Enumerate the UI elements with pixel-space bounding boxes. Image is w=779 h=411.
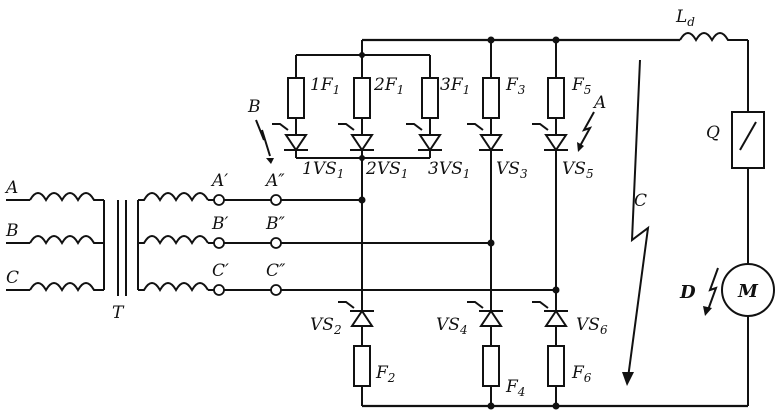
label-switch-q: Q xyxy=(706,123,720,143)
label-fuse-f4: F4 xyxy=(505,377,525,399)
switch-contact xyxy=(739,121,757,151)
fuse-f5 xyxy=(547,77,565,119)
label-thy-vs2: VS2 xyxy=(310,315,342,337)
switch-q-box xyxy=(731,111,765,169)
label-thy-vs5: VS5 xyxy=(562,159,594,181)
parallel-group-a xyxy=(272,55,442,406)
label-input-a: A xyxy=(4,178,18,198)
thyristor-3vs1 xyxy=(406,123,442,152)
primary-winding-c xyxy=(29,282,104,293)
label-term-a1: A′ xyxy=(210,171,228,191)
label-term-b1: B′ xyxy=(211,214,228,234)
smoothing-inductor xyxy=(679,32,748,43)
thyristor-vs4 xyxy=(467,301,503,327)
secondary-winding-c xyxy=(138,282,209,293)
label-thy-vs3: VS3 xyxy=(496,159,528,181)
fault-arrow-b xyxy=(255,119,274,164)
primary-winding-b xyxy=(29,235,104,246)
terminal-b1 xyxy=(213,237,225,249)
load-circuit xyxy=(679,32,775,406)
terminal-a2 xyxy=(270,194,282,206)
label-fault-a: A xyxy=(592,93,606,113)
fuse-2f1 xyxy=(353,77,371,119)
label-transformer: T xyxy=(112,303,125,323)
fault-arrow-d xyxy=(703,267,719,316)
label-inductor: Ld xyxy=(675,7,695,29)
label-fuse-f3: F3 xyxy=(505,75,526,97)
thyristor-vs2 xyxy=(338,301,374,327)
fuse-1f1 xyxy=(287,77,305,119)
thyristor-1vs1 xyxy=(272,123,308,152)
phase-b-column xyxy=(467,40,503,406)
thyristor-vs3 xyxy=(467,123,503,152)
transformer xyxy=(6,192,216,296)
primary-winding-a xyxy=(29,192,104,203)
fuse-f3 xyxy=(482,77,500,119)
fuse-3f1 xyxy=(421,77,439,119)
phase-a-lower xyxy=(338,301,374,387)
phase-c-column xyxy=(532,40,568,406)
label-thy-1vs1: 1VS1 xyxy=(302,159,344,181)
label-thy-2vs1: 2VS1 xyxy=(365,159,408,181)
label-thy-vs6: VS6 xyxy=(576,315,608,337)
label-term-c2: C″ xyxy=(266,261,286,281)
fault-arrow-c xyxy=(622,59,650,386)
label-term-a2: A″ xyxy=(264,171,285,191)
label-term-c1: C′ xyxy=(212,261,229,281)
label-input-c: C xyxy=(6,268,19,288)
label-fault-b: B xyxy=(247,97,261,117)
terminal-c1 xyxy=(213,284,225,296)
thyristor-vs5 xyxy=(532,123,568,152)
label-thy-vs4: VS4 xyxy=(436,315,468,337)
label-fuse-1f1: 1F1 xyxy=(310,75,340,97)
secondary-winding-a xyxy=(138,192,209,203)
thyristor-vs6 xyxy=(532,301,568,327)
terminal-b2 xyxy=(270,237,282,249)
junction-dots xyxy=(358,36,560,410)
label-fault-c: C xyxy=(634,191,647,211)
label-fuse-2f1: 2F1 xyxy=(373,75,404,97)
label-motor: M xyxy=(737,281,759,302)
terminals xyxy=(213,194,556,296)
label-thy-3vs1: 3VS1 xyxy=(428,159,470,181)
fault-arrow-a xyxy=(577,111,595,152)
terminal-a1 xyxy=(213,194,225,206)
terminal-c2 xyxy=(270,284,282,296)
fuse-f2 xyxy=(353,345,371,387)
fuse-f6 xyxy=(547,345,565,387)
label-fuse-f2: F2 xyxy=(375,363,395,385)
label-input-b: B xyxy=(5,221,19,241)
label-fuse-f5: F5 xyxy=(571,75,591,97)
label-fuse-3f1: 3F1 xyxy=(440,75,470,97)
fuse-f4 xyxy=(482,345,500,387)
thyristor-2vs1 xyxy=(338,123,374,152)
label-term-b2: B″ xyxy=(265,214,285,234)
label-fuse-f6: F6 xyxy=(571,363,592,385)
secondary-winding-b xyxy=(138,235,209,246)
label-fault-d: D xyxy=(679,282,696,303)
